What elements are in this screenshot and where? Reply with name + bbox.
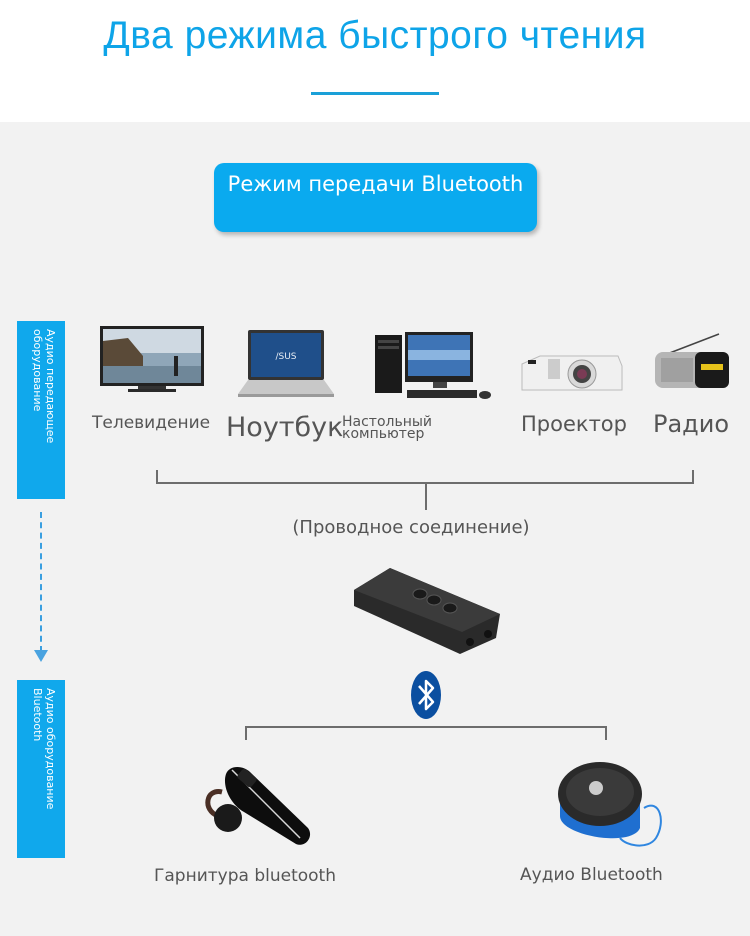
source-side-label: Аудио передающее оборудование bbox=[17, 321, 65, 499]
target-device-label: Гарнитура bluetooth bbox=[154, 866, 336, 886]
target-bracket-line bbox=[245, 726, 607, 728]
connection-label: (Проводное соединение) bbox=[292, 517, 530, 538]
bracket-left-tick bbox=[156, 470, 158, 484]
bluetooth-transmitter-icon bbox=[354, 568, 500, 654]
flow-arrow-line bbox=[40, 512, 42, 652]
bracket-stem bbox=[425, 482, 427, 510]
title-underline bbox=[311, 92, 439, 95]
target-device-label: Аудио Bluetooth bbox=[520, 865, 663, 885]
source-device-label: Телевидение bbox=[92, 413, 211, 433]
source-device-label: Радио bbox=[653, 410, 730, 438]
desktop-label-line1: Настольный bbox=[342, 414, 433, 430]
source-device-label-multiline: Настольный компьютер bbox=[342, 414, 433, 442]
bluetooth-icon bbox=[411, 671, 441, 719]
bluetooth-headset-icon bbox=[205, 767, 311, 845]
page-title: Два режима быстрого чтения bbox=[103, 14, 647, 57]
bottom-bracket-right-tick bbox=[605, 726, 607, 740]
tv-icon bbox=[100, 326, 204, 392]
desktop-label-line2: компьютер bbox=[342, 426, 425, 442]
bluetooth-speaker-icon bbox=[558, 762, 662, 847]
bottom-bracket-left-tick bbox=[245, 726, 247, 740]
laptop-icon: /SUS bbox=[238, 330, 334, 397]
source-side-text: Аудио передающее оборудование bbox=[31, 329, 57, 444]
bluetooth-transmit-mode-button[interactable]: Режим передачи Bluetooth bbox=[214, 163, 537, 232]
bracket-right-tick bbox=[692, 470, 694, 484]
svg-text:/SUS: /SUS bbox=[275, 352, 296, 362]
projector-icon bbox=[521, 355, 623, 391]
header: Два режима быстрого чтения bbox=[0, 0, 750, 122]
source-device-label: Проектор bbox=[521, 412, 627, 436]
desktop-computer-icon bbox=[375, 332, 491, 399]
flow-arrow-head-icon bbox=[34, 650, 48, 662]
target-side-text: Аудио оборудование Bluetooth bbox=[31, 688, 57, 810]
mode-button-label: Режим передачи Bluetooth bbox=[227, 172, 524, 196]
target-side-label: Аудио оборудование Bluetooth bbox=[17, 680, 65, 858]
source-device-label: Ноутбук bbox=[226, 412, 344, 443]
radio-icon bbox=[655, 333, 729, 388]
